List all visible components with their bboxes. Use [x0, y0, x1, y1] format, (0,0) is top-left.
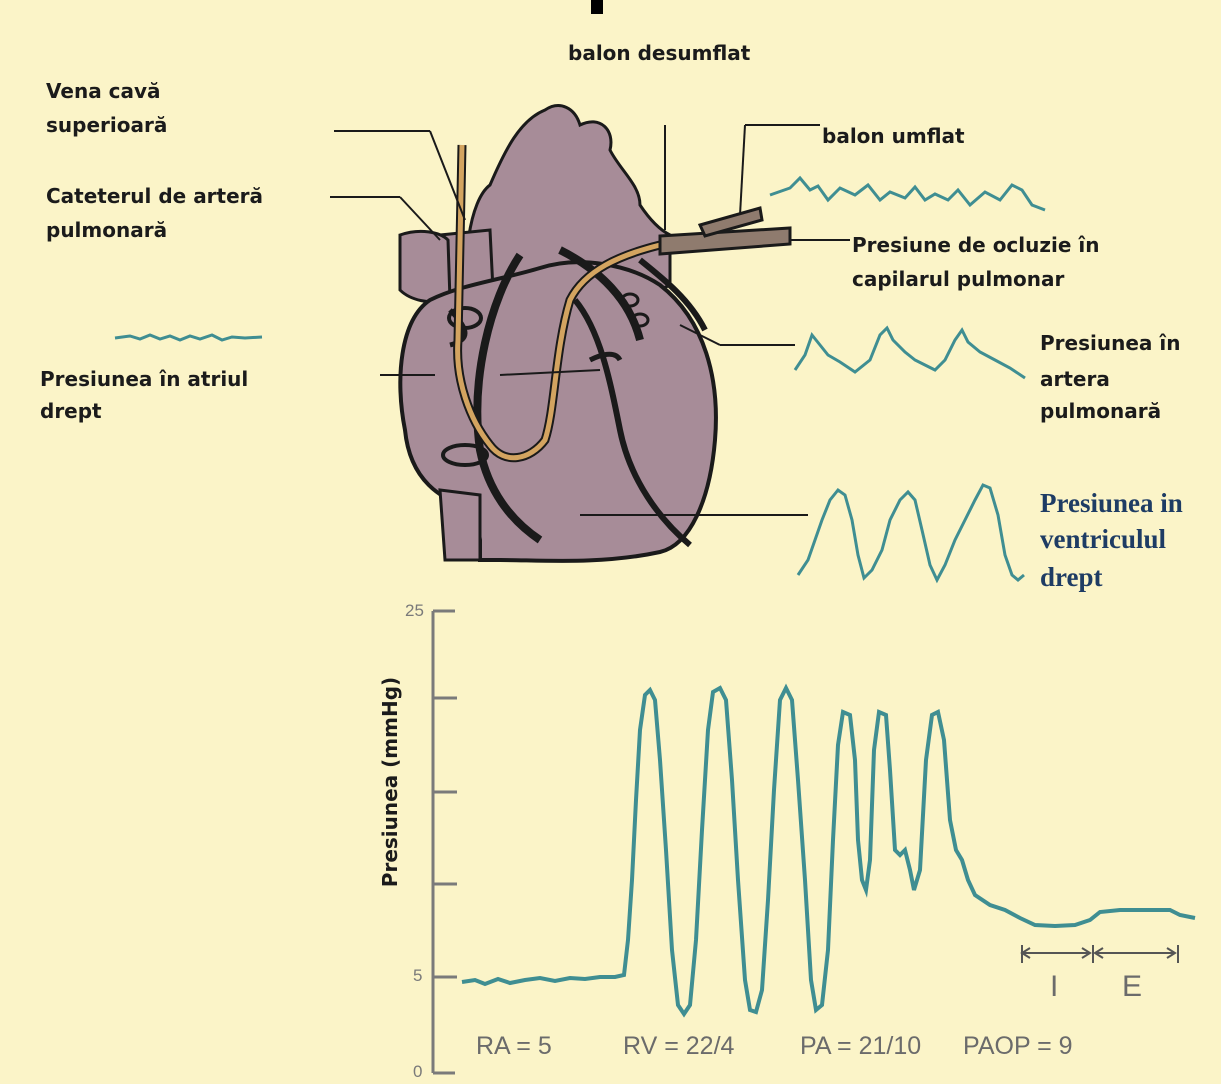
pressure-chart [433, 611, 1195, 1073]
balon-umflat-label: balon umflat [822, 123, 965, 150]
rv-value: RV = 22/4 [623, 1032, 734, 1061]
inspiration-label: I [1050, 970, 1058, 1004]
vena-cava-label-1: Vena cavă [46, 78, 161, 105]
y-tick-label-0: 0 [413, 1062, 422, 1082]
respiration-brackets [1022, 945, 1178, 963]
ventricul-label-3: drept [1040, 560, 1103, 595]
atriu-label-2: drept [40, 398, 102, 425]
atrium-waveform [115, 335, 262, 340]
atriu-label-1: Presiunea în atriul [40, 366, 248, 393]
ventricul-label-1: Presiunea in [1040, 486, 1183, 521]
cateter-label-2: pulmonară [46, 217, 167, 244]
top-mark [591, 0, 603, 14]
artera-label-2: artera [1040, 366, 1110, 393]
paop-value: PAOP = 9 [963, 1032, 1073, 1061]
y-tick-label-25: 25 [405, 601, 424, 621]
ventricle-waveform [798, 485, 1024, 580]
ventricul-label-2: ventriculul [1040, 522, 1166, 557]
vena-cava-label-2: superioară [46, 112, 167, 139]
y-tick-label-5: 5 [413, 966, 422, 986]
ocluzie-label-1: Presiune de ocluzie în [852, 232, 1100, 259]
expiration-label: E [1122, 970, 1142, 1004]
artery-waveform [795, 328, 1025, 378]
artera-label-1: Presiunea în [1040, 330, 1180, 357]
ra-value: RA = 5 [476, 1032, 552, 1061]
pressure-trace [462, 688, 1195, 1014]
balon-desumflat-label: balon desumflat [568, 40, 750, 67]
wedge-waveform [770, 178, 1045, 210]
cateter-label-1: Cateterul de arteră [46, 183, 263, 210]
ocluzie-label-2: capilarul pulmonar [852, 266, 1064, 293]
y-axis-label: Presiunea (mmHg) [378, 662, 402, 902]
artera-label-3: pulmonară [1040, 398, 1161, 425]
pa-value: PA = 21/10 [800, 1032, 921, 1061]
